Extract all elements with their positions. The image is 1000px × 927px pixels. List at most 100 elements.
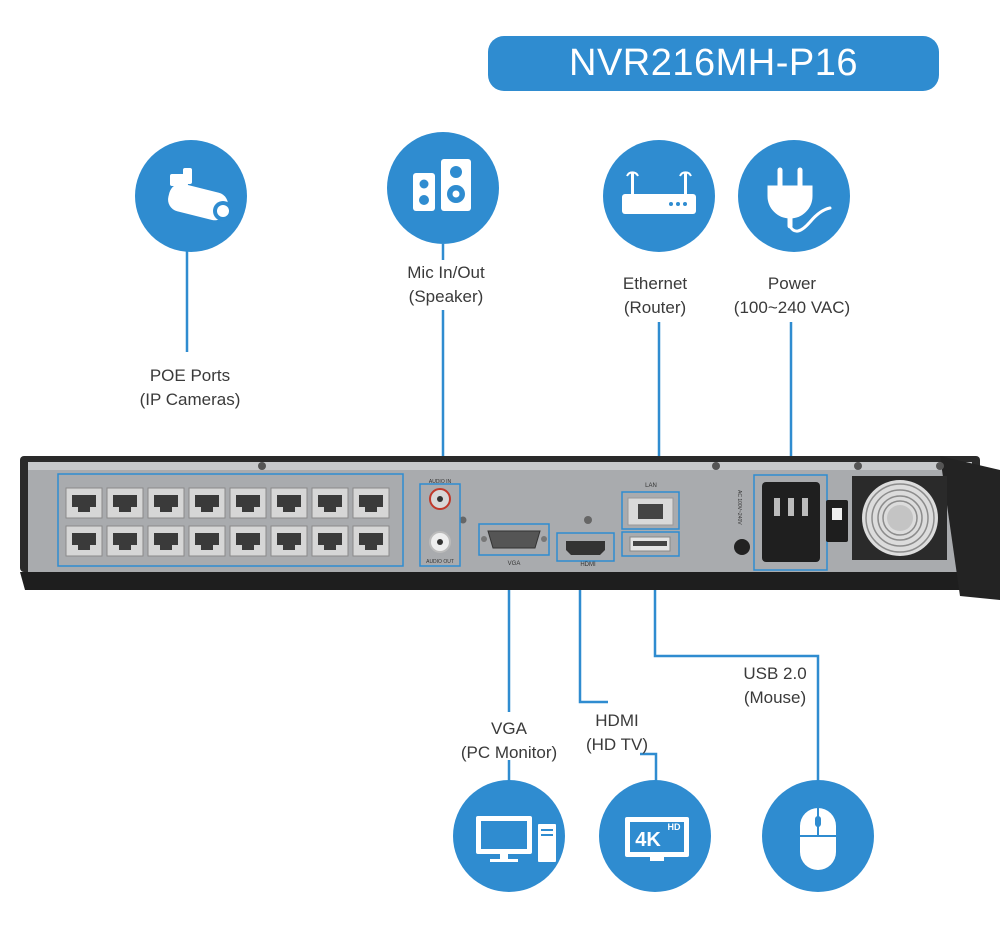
fan-grille-ring xyxy=(877,495,923,541)
usb-icon-circle xyxy=(762,780,874,892)
ethernet-label: Ethernet (Router) xyxy=(623,272,687,320)
mouse-icon xyxy=(800,808,836,870)
poe-port xyxy=(147,525,185,557)
screw-icon xyxy=(258,462,266,470)
poe-label-line2: (IP Cameras) xyxy=(139,390,241,409)
tv-hd-text: HD xyxy=(668,822,681,832)
mic-icon-circle xyxy=(387,132,499,244)
vga-icon-circle xyxy=(453,780,565,892)
fan-grille-ring xyxy=(882,500,918,536)
hdmi-label-line1: HDMI xyxy=(595,711,639,730)
mic-label: Mic In/Out (Speaker) xyxy=(407,261,484,309)
fan-grille-rings xyxy=(865,483,935,553)
hdmi-panel-label: HDMI xyxy=(580,562,596,568)
tv-4k-icon: 4K HD xyxy=(625,817,689,861)
power-plug-icon xyxy=(767,167,832,233)
poe-icon-circle xyxy=(135,140,247,252)
fan-hub xyxy=(887,505,913,531)
poe-port xyxy=(106,487,144,519)
vga-highlight xyxy=(478,523,550,556)
screw-icon xyxy=(936,462,944,470)
poe-port xyxy=(229,487,267,519)
hdmi-connector-line-lower xyxy=(640,752,658,782)
poe-port-grid xyxy=(65,487,390,557)
poe-port xyxy=(352,525,390,557)
hdmi-port xyxy=(566,541,605,555)
poe-port xyxy=(188,487,226,519)
usb-connector-line xyxy=(653,556,820,782)
hdmi-label-line2: (HD TV) xyxy=(585,735,649,754)
power-label: Power (100~240 VAC) xyxy=(734,272,850,320)
vga-label-line2: (PC Monitor) xyxy=(460,743,558,762)
lan-port-socket xyxy=(638,504,663,519)
power-pin xyxy=(788,498,794,516)
audio-out-hole xyxy=(437,539,443,545)
model-title-banner: NVR216MH-P16 xyxy=(488,36,939,91)
power-label-line2: (100~240 VAC) xyxy=(733,298,851,317)
usb-label-line1: USB 2.0 xyxy=(743,664,807,683)
vga-label-line1: VGA xyxy=(491,719,527,738)
poe-port xyxy=(65,525,103,557)
usb-highlight xyxy=(621,531,680,557)
ethernet-label-line1: Ethernet xyxy=(622,274,688,293)
speaker-icon xyxy=(413,159,471,211)
ethernet-label-line2: (Router) xyxy=(623,298,687,317)
tv-4k-text: 4K xyxy=(635,829,661,851)
screw-icon xyxy=(481,536,487,542)
audio-out-label: AUDIO OUT xyxy=(426,559,454,565)
power-pin xyxy=(774,498,780,516)
poe-port xyxy=(270,525,308,557)
ac-rating-label: AC 100V~240V xyxy=(736,490,742,525)
ground-terminal xyxy=(734,539,750,555)
power-label-line1: Power xyxy=(767,274,817,293)
poe-label-line1: POE Ports xyxy=(149,366,231,385)
model-title: NVR216MH-P16 xyxy=(569,42,858,84)
usb-label: USB 2.0 (Mouse) xyxy=(743,662,806,710)
fan-grille-ring xyxy=(865,483,935,553)
poe-port xyxy=(188,525,226,557)
audio-in-hole xyxy=(437,496,443,502)
hdmi-label: HDMI (HD TV) xyxy=(586,709,648,757)
poe-port xyxy=(270,487,308,519)
poe-port xyxy=(65,487,103,519)
router-icon xyxy=(622,171,696,214)
screw-icon xyxy=(541,536,547,542)
device-bottom-edge xyxy=(20,572,980,590)
screw-icon xyxy=(712,462,720,470)
device-top-edge xyxy=(28,462,972,470)
audio-in-label: AUDIO IN xyxy=(429,479,452,485)
vga-panel-label: VGA xyxy=(508,561,521,567)
poe-port xyxy=(311,525,349,557)
poe-port xyxy=(352,487,390,519)
pc-monitor-icon xyxy=(476,816,556,862)
poe-port xyxy=(106,525,144,557)
hdmi-icon-circle: 4K HD xyxy=(599,780,711,892)
screw-icon xyxy=(459,516,467,524)
poe-port xyxy=(311,487,349,519)
power-pin xyxy=(802,498,808,516)
nvr-rear-panel: AUDIO IN AUDIO OUT VGA HDMI LAN xyxy=(20,456,1000,600)
power-socket xyxy=(762,482,820,562)
poe-ports-label: POE Ports (IP Cameras) xyxy=(140,364,241,412)
mic-label-line1: Mic In/Out xyxy=(407,263,485,282)
poe-port xyxy=(229,525,267,557)
screw-icon xyxy=(854,462,862,470)
lan-panel-label: LAN xyxy=(645,483,657,489)
power-switch-rocker xyxy=(832,508,842,520)
hdmi-connector-line-upper xyxy=(578,562,608,704)
screw-icon xyxy=(584,516,592,524)
power-icon-circle xyxy=(738,140,850,252)
hdmi-highlight xyxy=(556,532,615,562)
device-side xyxy=(940,456,1000,600)
vga-label: VGA (PC Monitor) xyxy=(461,717,557,765)
mic-label-line2: (Speaker) xyxy=(408,287,484,306)
audio-highlight xyxy=(419,483,461,567)
poe-port xyxy=(147,487,185,519)
power-switch xyxy=(826,500,848,542)
poe-ports-highlight xyxy=(57,473,404,567)
usb-port-tongue xyxy=(633,541,667,546)
lan-highlight xyxy=(621,491,680,530)
usb-label-line2: (Mouse) xyxy=(743,688,807,707)
